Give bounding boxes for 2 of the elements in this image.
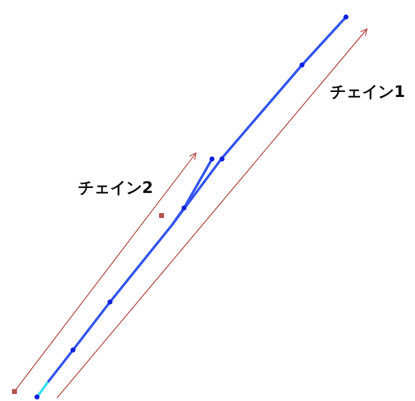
chain-label: チェイン1 xyxy=(330,84,406,100)
chain-label: チェイン2 xyxy=(78,180,154,196)
